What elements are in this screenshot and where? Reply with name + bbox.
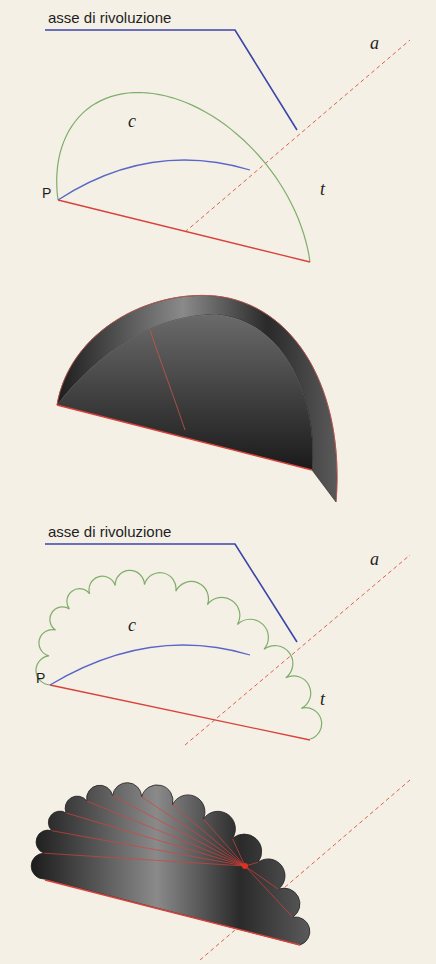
profile-curve [57, 93, 310, 263]
point-label: P [36, 671, 45, 686]
generatrix-curve [58, 160, 250, 200]
rib-line [245, 866, 293, 917]
curve-letter: c [128, 112, 136, 132]
rib-line [44, 853, 245, 866]
revolution-axis [185, 40, 410, 232]
point-label: P [42, 186, 51, 201]
rib-line [142, 797, 245, 866]
generatrix-curve [50, 645, 250, 685]
base-line [57, 405, 312, 470]
rib-line [245, 866, 278, 889]
axis-title: asse di rivoluzione [48, 10, 171, 27]
dome-edge [150, 330, 185, 430]
base-letter: t [320, 180, 325, 200]
rib-line [232, 839, 245, 866]
rib-line [173, 805, 246, 866]
dome-edge [57, 295, 337, 502]
rib-line [87, 801, 245, 866]
dome-inner [57, 315, 313, 470]
leader-line [45, 30, 297, 130]
dome-surface [57, 295, 337, 502]
leader-line [45, 544, 297, 642]
base-line [45, 880, 300, 945]
rib-lines [44, 796, 293, 918]
base-line [50, 685, 310, 740]
rib-line [113, 796, 245, 866]
rib-line [203, 819, 245, 866]
fan-center [242, 863, 248, 869]
revolution-axis [185, 555, 410, 745]
axis-title: asse di rivoluzione [48, 524, 171, 541]
axis-letter: a [370, 34, 379, 54]
axis-letter: a [370, 550, 379, 570]
base-line [58, 200, 310, 262]
base-letter: t [320, 690, 325, 710]
rib-line [52, 831, 245, 866]
profile-curve [36, 570, 322, 739]
curve-letter: c [128, 616, 136, 636]
ribbed-dome [31, 783, 310, 945]
rib-line [66, 813, 245, 866]
